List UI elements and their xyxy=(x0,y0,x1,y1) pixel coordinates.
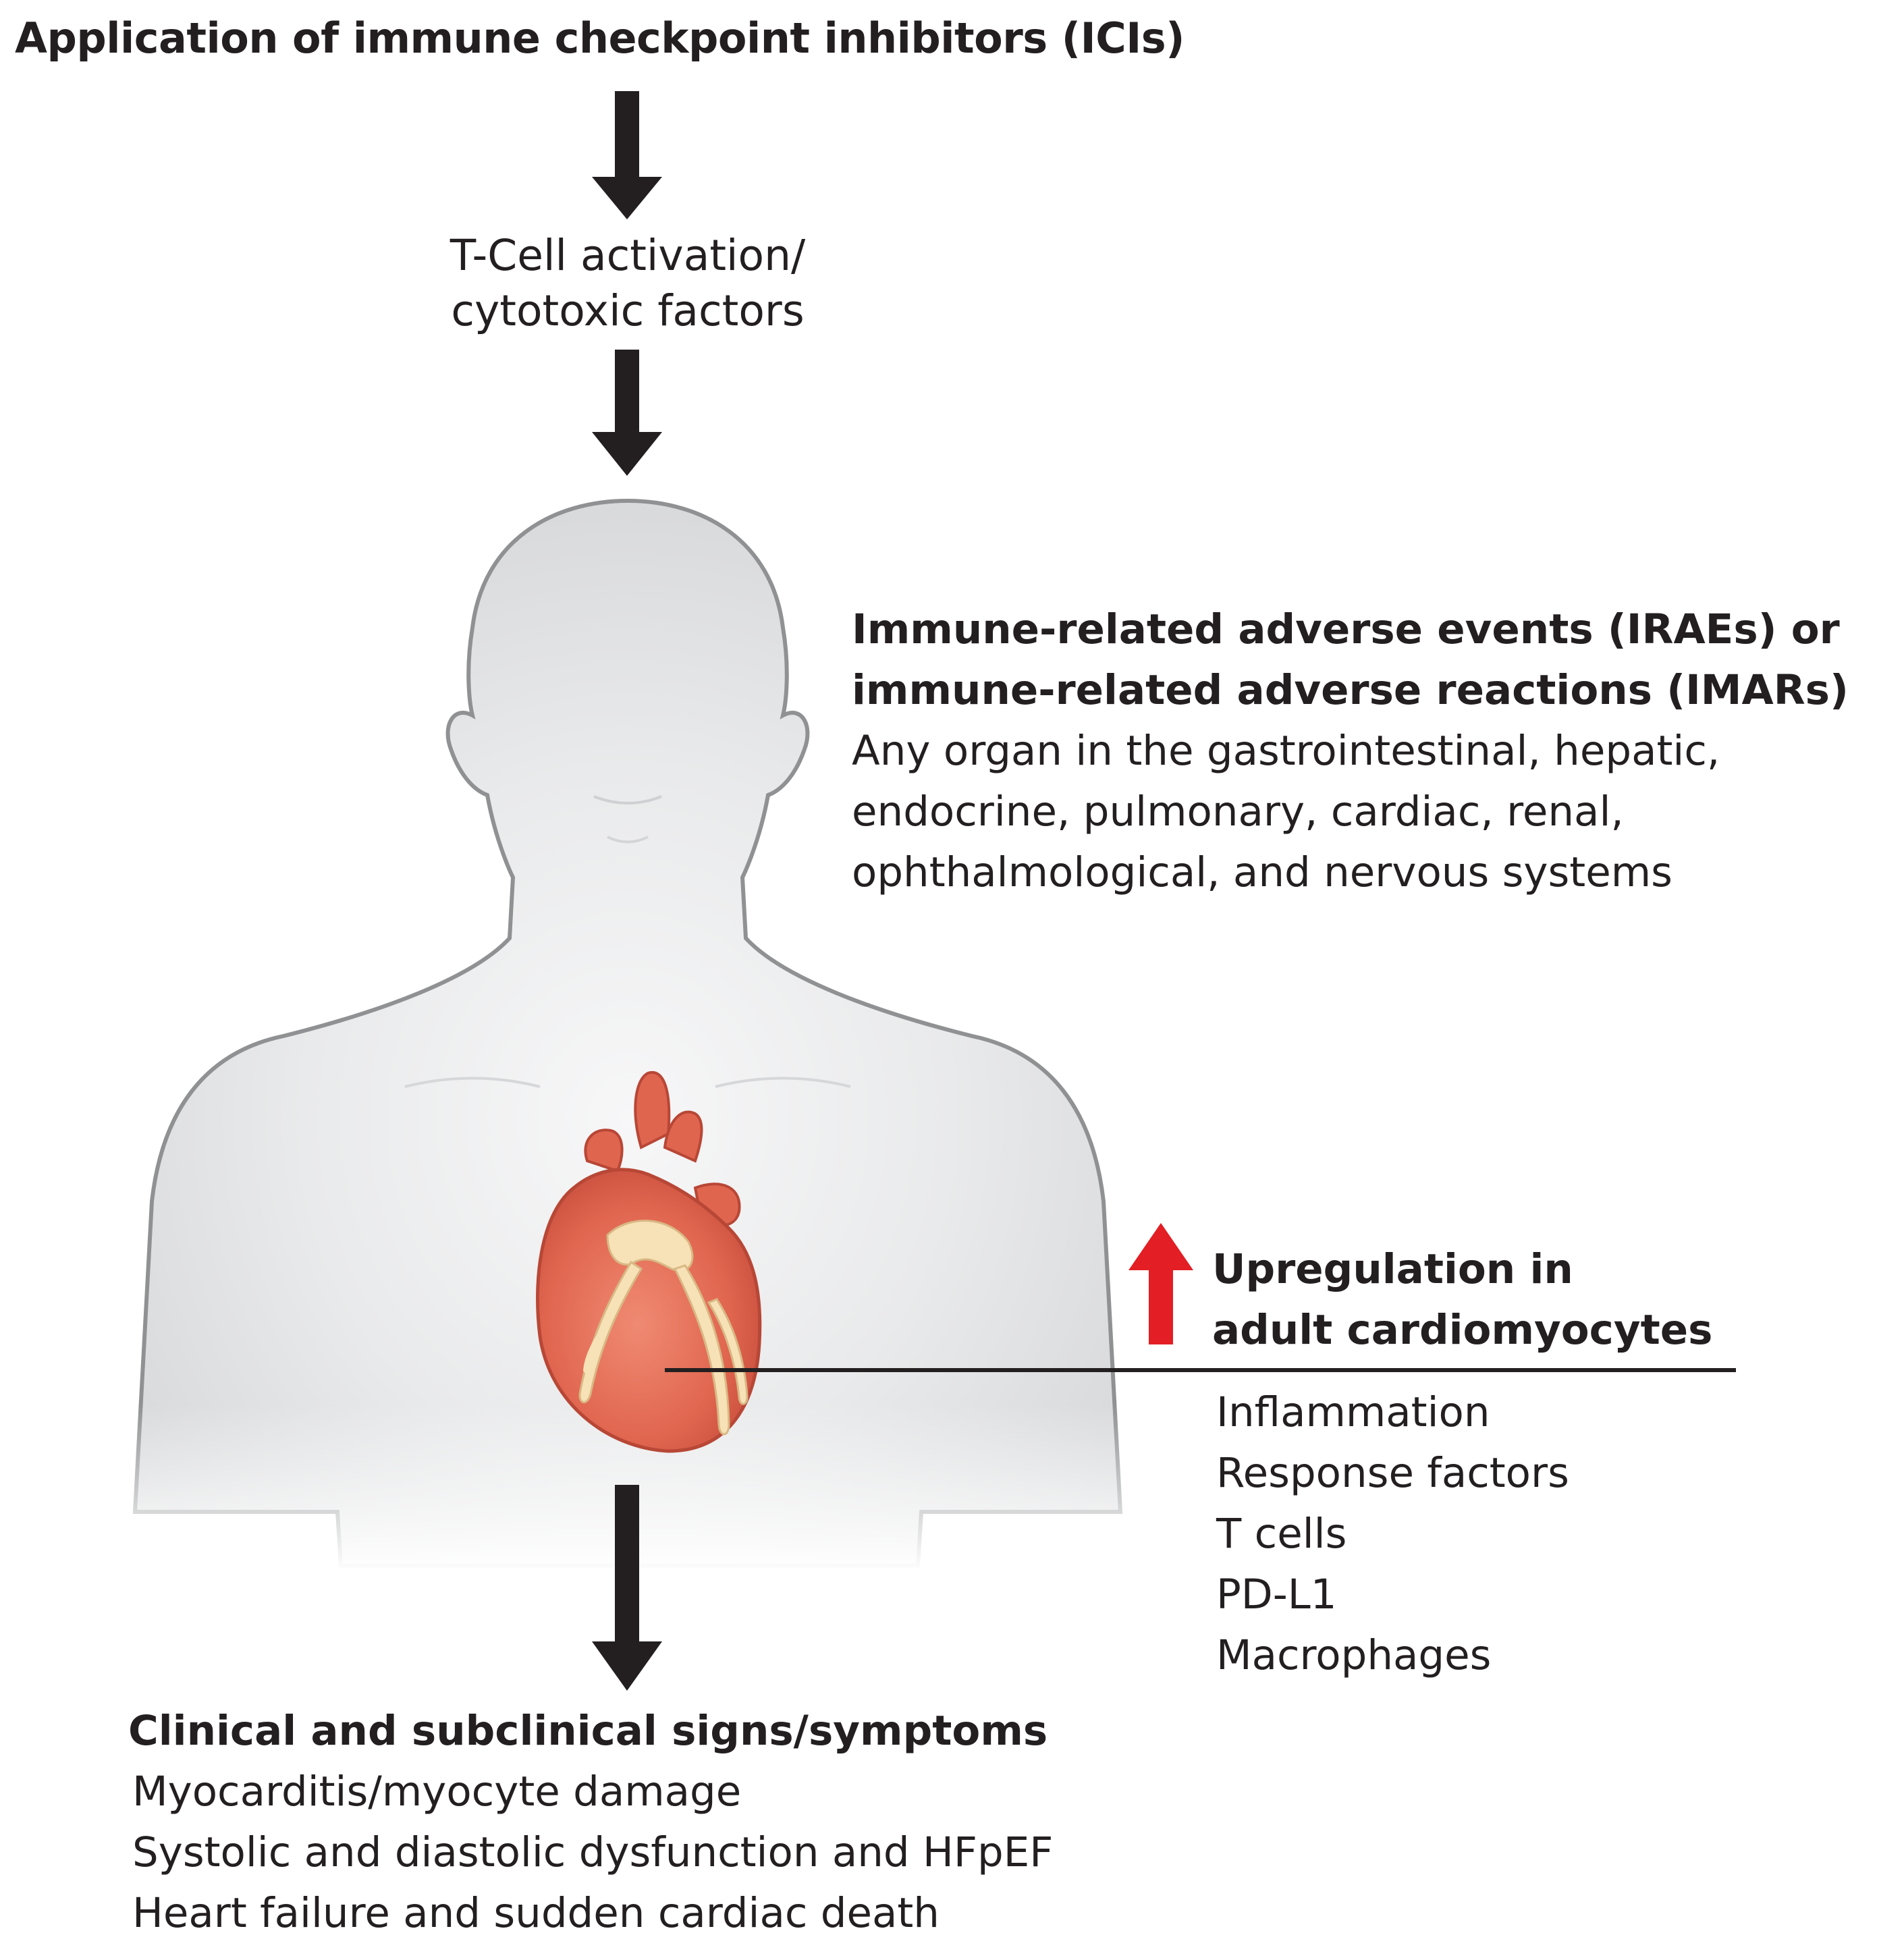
upregulation-item: Macrophages xyxy=(1216,1631,1492,1679)
clinical-item: Myocarditis/myocyte damage xyxy=(132,1768,742,1816)
upregulation-item: Response factors xyxy=(1216,1449,1569,1497)
heart-icon xyxy=(536,1070,762,1453)
upregulation-item: T cells xyxy=(1216,1510,1347,1558)
tcell-line-1: T-Cell activation/ xyxy=(450,231,806,280)
irae-body-3: ophthalmological, and nervous systems xyxy=(852,848,1672,896)
irae-block: Immune-related adverse events (IRAEs) or… xyxy=(852,599,1849,903)
clinical-item: Systolic and diastolic dysfunction and H… xyxy=(132,1828,1054,1876)
tcell-activation-label: T-Cell activation/ cytotoxic factors xyxy=(0,228,1255,339)
tcell-line-2: cytotoxic factors xyxy=(451,286,805,335)
clinical-item: Heart failure and sudden cardiac death xyxy=(132,1889,940,1937)
clinical-block: Clinical and subclinical signs/symptoms … xyxy=(128,1701,1053,1944)
irae-body-1: Any organ in the gastrointestinal, hepat… xyxy=(852,727,1720,775)
upregulation-heading-2: adult cardiomyocytes xyxy=(1212,1306,1713,1354)
upregulation-item: Inflammation xyxy=(1216,1388,1490,1436)
irae-heading-2: immune-related adverse reactions (IMARs) xyxy=(852,666,1849,714)
arrow-down-icon xyxy=(592,1485,662,1691)
upregulation-heading: Upregulation in adult cardiomyocytes xyxy=(1212,1239,1712,1361)
upregulation-heading-1: Upregulation in xyxy=(1212,1245,1573,1293)
arrow-down-icon xyxy=(592,91,662,219)
irae-body-2: endocrine, pulmonary, cardiac, renal, xyxy=(852,788,1624,836)
upregulation-item: PD-L1 xyxy=(1216,1571,1337,1618)
arrow-up-icon xyxy=(1128,1223,1193,1344)
arrow-down-icon xyxy=(592,350,662,476)
irae-heading-1: Immune-related adverse events (IRAEs) or xyxy=(852,605,1840,653)
diagram-title: Application of immune checkpoint inhibit… xyxy=(15,13,1185,63)
clinical-heading: Clinical and subclinical signs/symptoms xyxy=(128,1707,1048,1755)
upregulation-list: Inflammation Response factors T cells PD… xyxy=(1216,1382,1569,1686)
